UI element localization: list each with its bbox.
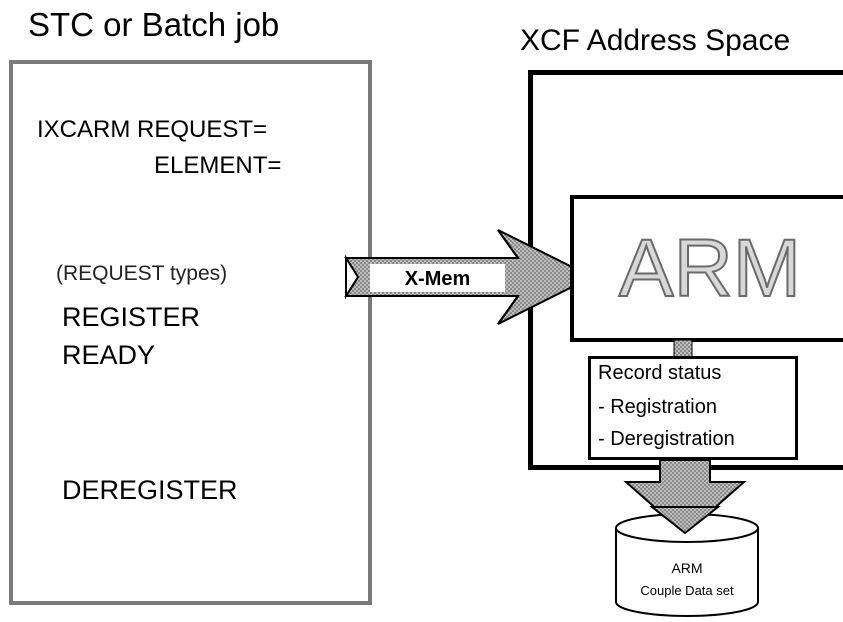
cds-name-label: Couple Data set — [640, 583, 734, 598]
x-mem-arrow — [344, 229, 595, 325]
request-types-label: (REQUEST types) — [56, 262, 228, 285]
request-type-deregister: DEREGISTER — [62, 475, 238, 505]
record-status-registration: - Registration — [598, 396, 717, 418]
cds-arm-label: ARM — [671, 560, 703, 576]
xcf-address-space-title: XCF Address Space — [520, 24, 791, 57]
record-status-deregistration: - Deregistration — [598, 428, 735, 450]
arm-box — [570, 195, 843, 342]
x-mem-label: X-Mem — [404, 268, 471, 290]
request-type-ready: READY — [62, 340, 156, 370]
stc-batch-job-title: STC or Batch job — [28, 6, 280, 43]
ixcarm-request-label: IXCARM REQUEST= — [37, 116, 268, 143]
stc-batch-job-box — [9, 60, 372, 605]
record-status-box — [588, 356, 798, 460]
record-status-title: Record status — [598, 362, 722, 384]
cylinder-arrow-tip — [649, 506, 721, 535]
request-type-register: REGISTER — [62, 302, 201, 332]
element-label: ELEMENT= — [154, 152, 282, 179]
arm-label: ARM — [618, 222, 802, 315]
